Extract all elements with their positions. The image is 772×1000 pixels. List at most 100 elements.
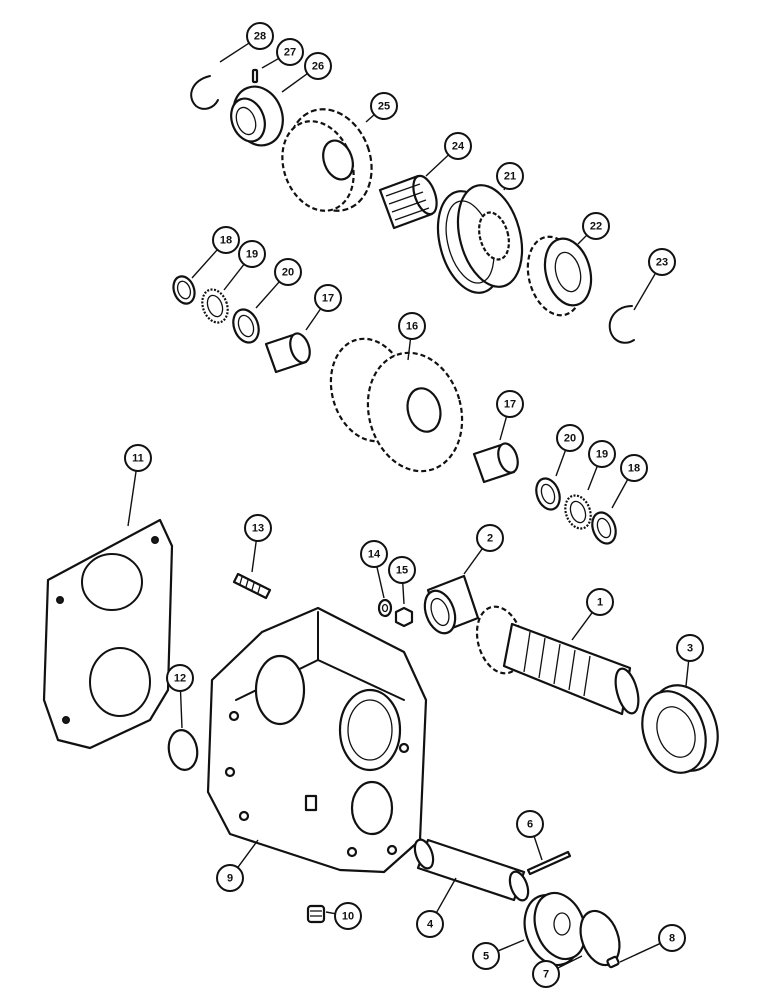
leader-line-18b: [611, 479, 629, 509]
callout-circle: [476, 524, 504, 552]
callout-label: 24: [452, 141, 465, 153]
callout-22: 22: [582, 212, 610, 240]
thrust-washer-20-lower: [535, 477, 561, 511]
leader-line-3: [685, 660, 690, 687]
leader-line-28: [219, 42, 250, 63]
bearing-3: [641, 684, 719, 774]
callout-17b: 17: [496, 390, 524, 418]
callout-circle: [360, 540, 388, 568]
callout-13: 13: [244, 514, 272, 542]
callout-label: 20: [564, 433, 576, 445]
callout-15: 15: [388, 556, 416, 584]
leader-line-25: [365, 114, 375, 123]
callout-circle: [444, 132, 472, 160]
callout-27: 27: [276, 38, 304, 66]
nut-15: [394, 606, 414, 628]
leader-line-5: [497, 939, 525, 952]
callout-circle: [314, 284, 342, 312]
callout-circle: [398, 312, 426, 340]
callout-label: 3: [687, 643, 693, 655]
callout-20b: 20: [556, 424, 584, 452]
callout-label: 13: [252, 523, 264, 535]
callout-circle: [212, 226, 240, 254]
leader-line-22: [577, 234, 588, 245]
bearing-26: [230, 85, 284, 147]
callout-label: 28: [254, 31, 266, 43]
callout-28: 28: [246, 22, 274, 50]
callout-label: 5: [483, 951, 489, 963]
leader-line-8: [619, 942, 661, 963]
callout-label: 14: [368, 549, 381, 561]
callout-12: 12: [166, 664, 194, 692]
callout-16: 16: [398, 312, 426, 340]
callout-circle: [216, 864, 244, 892]
gasket-11: [42, 518, 174, 750]
leader-line-2: [463, 548, 483, 575]
callout-circle: [370, 92, 398, 120]
callout-label: 15: [396, 565, 408, 577]
callout-label: 16: [406, 321, 418, 333]
callout-label: 8: [669, 933, 675, 945]
callout-4: 4: [416, 910, 444, 938]
callout-circle: [496, 162, 524, 190]
callout-label: 17: [504, 399, 516, 411]
input-shaft-1: [475, 605, 640, 716]
leader-line-15: [402, 582, 405, 605]
callout-circle: [658, 924, 686, 952]
pipe-plug-10: [306, 904, 326, 924]
sleeve-24: [378, 174, 438, 230]
pin-27: [251, 68, 259, 84]
bushing-17-lower: [472, 442, 519, 484]
callout-label: 17: [322, 293, 334, 305]
callout-19b: 19: [588, 440, 616, 468]
callout-label: 12: [174, 673, 186, 685]
callout-label: 27: [284, 47, 296, 59]
callout-circle: [676, 634, 704, 662]
callout-label: 11: [132, 453, 144, 465]
callout-circle: [274, 258, 302, 286]
callout-label: 21: [504, 171, 516, 183]
bearing-2: [423, 574, 480, 635]
leader-line-7: [557, 955, 583, 969]
callout-circle: [246, 22, 274, 50]
callout-circle: [620, 454, 648, 482]
callout-label: 19: [246, 249, 258, 261]
leader-line-16: [407, 338, 412, 361]
callout-18b: 18: [620, 454, 648, 482]
leader-line-19a: [223, 263, 245, 291]
gear-25: [281, 108, 373, 212]
roll-pin-6: [526, 850, 572, 876]
callout-circle: [648, 248, 676, 276]
callout-8: 8: [658, 924, 686, 952]
callout-label: 18: [628, 463, 640, 475]
leader-line-6: [533, 836, 543, 861]
leader-line-19b: [587, 465, 598, 491]
callout-23: 23: [648, 248, 676, 276]
callout-19a: 19: [238, 240, 266, 268]
thrust-washer-20-upper: [232, 308, 260, 344]
callout-5: 5: [472, 942, 500, 970]
needle-bearing-19-lower: [564, 494, 592, 530]
callout-26: 26: [304, 52, 332, 80]
leader-line-23: [633, 272, 657, 311]
leader-line-24: [425, 154, 449, 177]
snap-ring-28: [190, 75, 219, 110]
callout-circle: [586, 588, 614, 616]
callout-circle: [588, 440, 616, 468]
leader-line-11: [127, 470, 137, 527]
callout-label: 22: [590, 221, 602, 233]
coupler-21: [436, 184, 524, 294]
expansion-plug-12: [167, 729, 199, 771]
leader-line-12: [179, 690, 183, 729]
callout-18a: 18: [212, 226, 240, 254]
cluster-gear-16: [329, 337, 464, 473]
leader-line-27: [261, 57, 280, 69]
callout-circle: [496, 390, 524, 418]
callout-11: 11: [124, 444, 152, 472]
callout-24: 24: [444, 132, 472, 160]
callout-label: 25: [378, 101, 390, 113]
callout-9: 9: [216, 864, 244, 892]
callout-7: 7: [532, 960, 560, 988]
callout-3: 3: [676, 634, 704, 662]
